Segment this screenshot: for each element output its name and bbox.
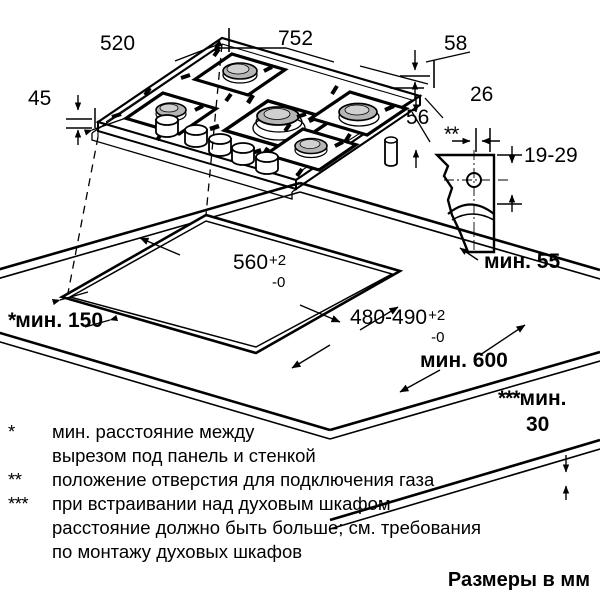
worktop-dimension-lines bbox=[51, 237, 570, 500]
dimension-hob-front-offset: 58 bbox=[444, 32, 468, 55]
footnote-text-1: мин. расстояние между bbox=[52, 421, 255, 442]
units-note: Размеры в мм bbox=[447, 569, 590, 591]
worktop-drawing bbox=[0, 43, 600, 530]
burner-mid-left bbox=[111, 86, 220, 142]
projection-lines bbox=[62, 43, 223, 297]
dimension-below-clearance-group: ***мин. bbox=[498, 388, 567, 409]
dimension-gas-hole-horizontal: 26 bbox=[470, 83, 494, 106]
wall-distance-footnote-mark: * bbox=[8, 309, 16, 332]
footnote-row-3: *** при встраивании над духовым шкафом bbox=[8, 492, 600, 516]
dimension-hob-depth: 520 bbox=[100, 32, 136, 55]
dimension-cutout-width-group: 560+2-0 bbox=[233, 252, 286, 290]
burner-rear-right bbox=[296, 84, 410, 144]
burner-front-right bbox=[251, 122, 360, 178]
hob-dimension-lines bbox=[66, 28, 471, 168]
dimension-hob-width: 752 bbox=[278, 27, 314, 50]
cutout-width-tol-plus: +2 bbox=[269, 252, 287, 269]
footnote-row-2: ** положение отверстия для подключения г… bbox=[8, 468, 600, 492]
dimension-cutout-depth-group: 480-490+2-0 bbox=[350, 307, 445, 345]
footnote-mark-1: * bbox=[8, 421, 15, 442]
cutout-depth-tol-minus: -0 bbox=[431, 329, 445, 346]
footnote-text-2: положение отверстия для подключения газа bbox=[52, 469, 435, 490]
hob-lower-rim bbox=[91, 48, 417, 200]
below-clearance-footnote-mark: *** bbox=[498, 387, 521, 410]
dimension-worktop-depth-min: мин. 600 bbox=[420, 349, 508, 372]
footnote-text-3-line3: по монтажу духовых шкафов bbox=[52, 541, 303, 562]
cutout-depth-tol-plus: +2 bbox=[428, 307, 446, 324]
cutout-depth-tolerance: +2-0 bbox=[428, 307, 445, 345]
footnote-row-1: * мин. расстояние между bbox=[8, 420, 600, 444]
cutout-width-tolerance: +2-0 bbox=[269, 252, 286, 290]
footnote-mark-2: ** bbox=[8, 469, 22, 490]
dimension-cutout-width: 560 bbox=[233, 251, 269, 274]
footnote-text-1-line2: вырезом под панель и стенкой bbox=[52, 445, 316, 466]
cutout-width-tol-minus: -0 bbox=[272, 274, 286, 291]
control-knob-4 bbox=[231, 142, 255, 166]
footnote-mark-3: *** bbox=[8, 493, 29, 514]
dimension-cutout-depth: 480-490 bbox=[350, 306, 428, 329]
gas-pipe-stub bbox=[384, 136, 398, 167]
dimension-below-clearance-value: 30 bbox=[526, 413, 550, 436]
control-knob-1 bbox=[155, 114, 179, 138]
footnote-text-3-line2: расстояние должно быть больше; см. требо… bbox=[52, 517, 482, 538]
footnote-text-3: при встраивании над духовым шкафом bbox=[52, 493, 391, 514]
gas-connection-detail bbox=[434, 128, 522, 261]
dimension-hob-thickness: 45 bbox=[28, 87, 52, 110]
footnotes-block: * мин. расстояние между вырезом под пане… bbox=[8, 420, 600, 564]
control-knob-5 bbox=[255, 151, 279, 175]
control-knob-2 bbox=[184, 124, 208, 148]
gas-hole-footnote-mark: ** bbox=[444, 123, 459, 146]
control-knob-3 bbox=[208, 133, 232, 157]
dimension-wall-distance-min: мин. 150 bbox=[15, 309, 104, 332]
dimension-gas-connection-min: мин. 55 bbox=[484, 250, 561, 273]
dimension-wall-distance-group: *мин. 150 bbox=[8, 310, 103, 331]
dimension-gas-hole-vertical: 19-29 bbox=[524, 144, 578, 167]
control-knobs[interactable] bbox=[155, 114, 279, 175]
gas-hob-drawing bbox=[91, 36, 423, 200]
below-clearance-label: мин. bbox=[519, 387, 567, 410]
dimension-hob-side-offset: 56 bbox=[406, 106, 430, 129]
